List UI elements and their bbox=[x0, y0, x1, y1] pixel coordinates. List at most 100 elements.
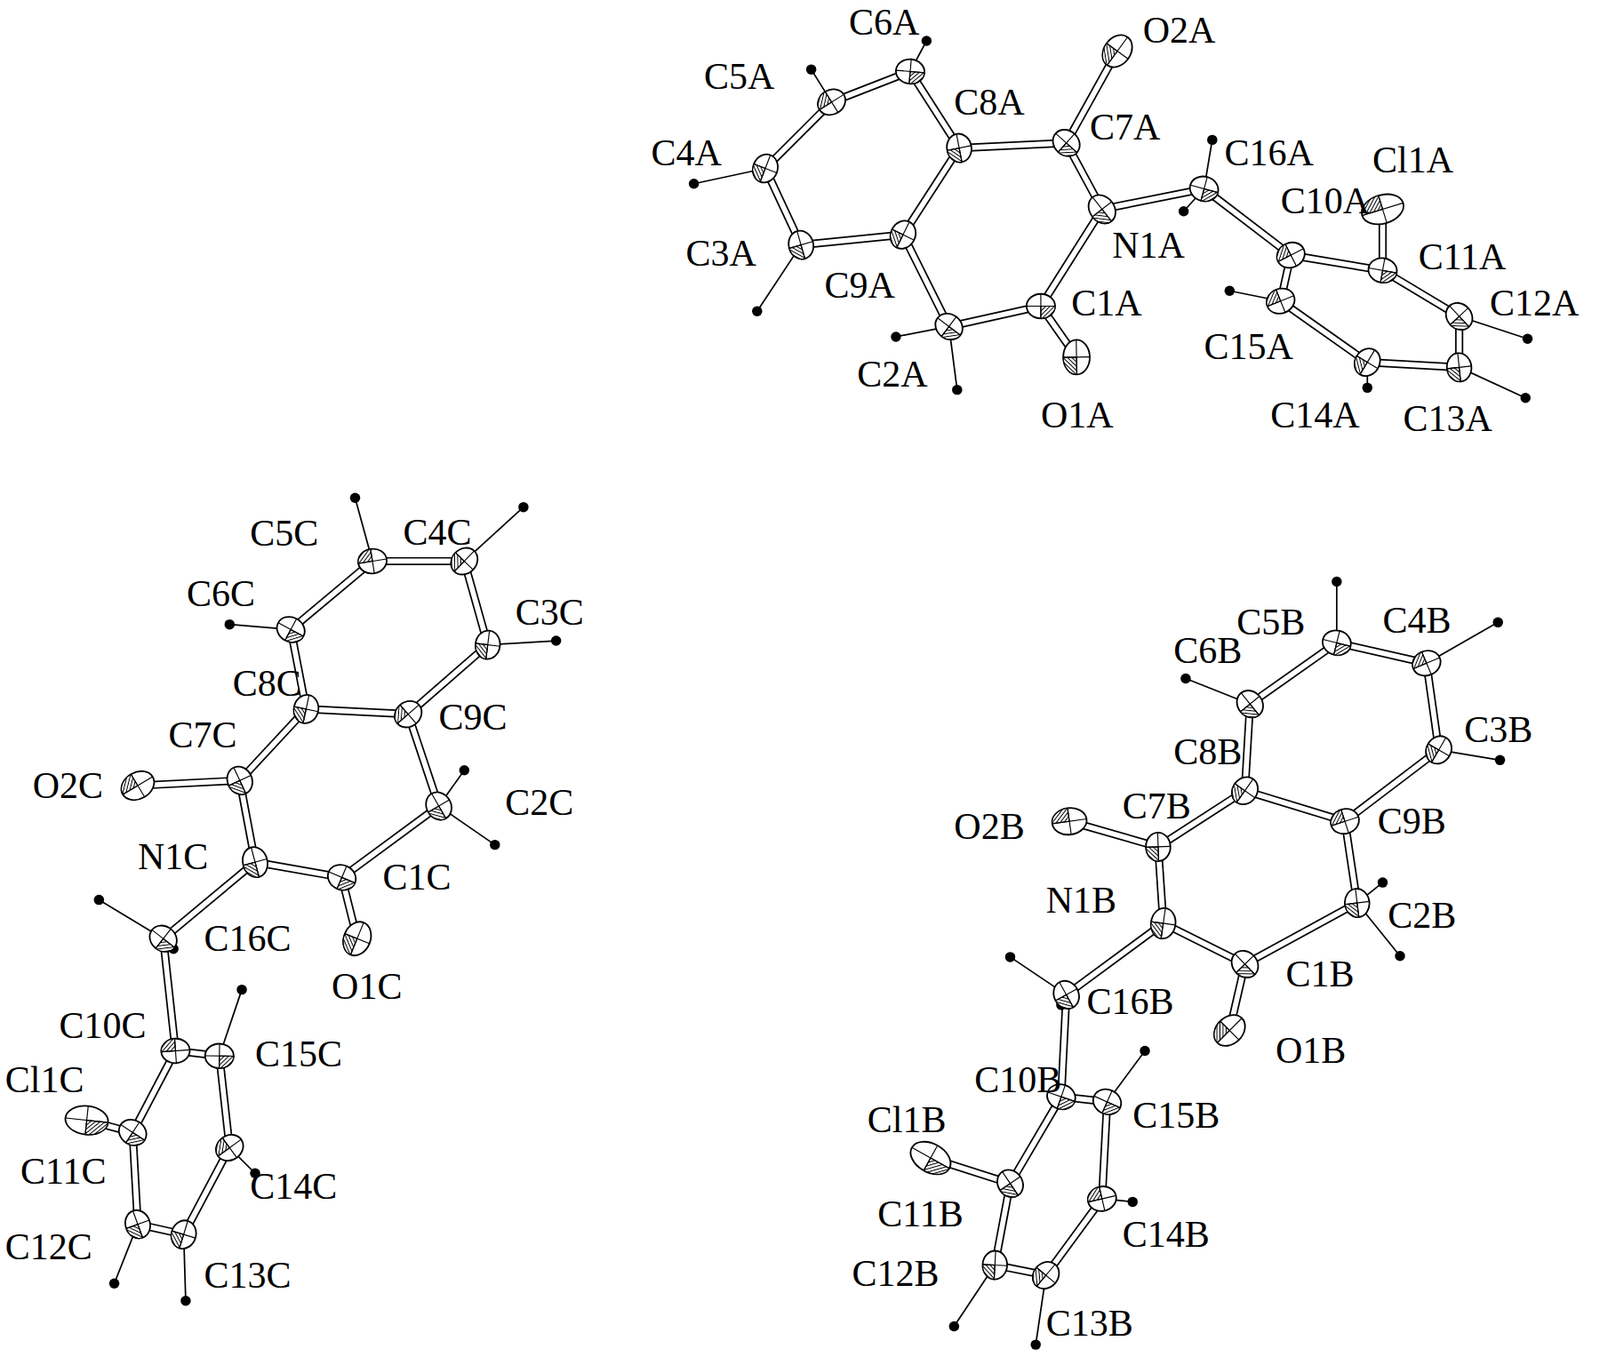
bond-inner bbox=[903, 234, 950, 327]
bond bbox=[240, 709, 307, 781]
hydrogen-atom bbox=[350, 493, 360, 504]
bond-inner bbox=[1102, 1102, 1108, 1200]
atom-ellipsoid bbox=[1096, 29, 1138, 73]
hydrogen-atom bbox=[1005, 952, 1016, 962]
atom-ellipsoid bbox=[210, 1129, 248, 1167]
bond bbox=[1367, 362, 1459, 368]
atom-label: C15C bbox=[255, 1035, 343, 1073]
atom-label: C4C bbox=[402, 513, 472, 552]
atom-label: C2B bbox=[1387, 896, 1456, 935]
atom-label: C14B bbox=[1122, 1216, 1210, 1254]
hydrogen-atom bbox=[952, 384, 962, 395]
bond bbox=[132, 1051, 176, 1134]
atom-ellipsoid bbox=[929, 308, 968, 345]
atom-label: C10A bbox=[1280, 182, 1370, 220]
hydrogen-atom bbox=[1207, 135, 1217, 145]
atom-ellipsoid bbox=[748, 151, 782, 187]
molecule bbox=[904, 576, 1505, 1351]
bond bbox=[163, 938, 176, 1051]
atom-ellipsoid bbox=[1149, 906, 1178, 941]
atom-label: O2B bbox=[953, 808, 1024, 846]
atom-ellipsoid bbox=[1225, 945, 1264, 984]
atom-label: C1A bbox=[1071, 284, 1142, 322]
atom-ellipsoid bbox=[1263, 284, 1299, 319]
hydrogen-atom bbox=[1522, 333, 1533, 344]
atom-label: C10C bbox=[59, 1007, 147, 1045]
atom-label: C5C bbox=[249, 514, 319, 552]
atom-ellipsoid bbox=[205, 1043, 235, 1069]
atom-ellipsoid bbox=[160, 1038, 191, 1065]
bond-inner bbox=[903, 148, 960, 236]
hydrogen-atom bbox=[1224, 286, 1235, 296]
atom-label: O2A bbox=[1143, 11, 1216, 49]
atom-ellipsoid bbox=[1343, 887, 1371, 919]
atom-ellipsoid bbox=[1048, 976, 1085, 1014]
atom-ellipsoid bbox=[1349, 344, 1385, 382]
atom-ellipsoid bbox=[272, 612, 310, 648]
atom-label: Cl1A bbox=[1372, 141, 1454, 179]
bond-inner bbox=[1280, 301, 1368, 363]
atom-label: C3A bbox=[685, 234, 756, 272]
atom-ellipsoid bbox=[1272, 238, 1310, 273]
bond-inner bbox=[132, 1051, 176, 1134]
atom-ellipsoid bbox=[1026, 294, 1056, 320]
bond-inner bbox=[1102, 188, 1205, 209]
atom-label: C5A bbox=[704, 57, 775, 96]
bond bbox=[290, 560, 373, 630]
bond-inner bbox=[305, 709, 408, 715]
hydrogen-atom bbox=[688, 178, 699, 189]
bond-inner bbox=[240, 709, 307, 781]
atom-label: C9B bbox=[1377, 802, 1447, 840]
atom-label: C6A bbox=[848, 3, 920, 41]
atom-label: C1B bbox=[1285, 955, 1354, 993]
bond-inner bbox=[1061, 994, 1067, 1097]
atom-label: O1C bbox=[331, 968, 402, 1006]
hydrogen-atom bbox=[1178, 206, 1189, 216]
atom-ellipsoid bbox=[1320, 627, 1354, 659]
atom-label: C8A bbox=[953, 83, 1024, 121]
atom-ellipsoid bbox=[389, 696, 427, 734]
hydrogen-atom bbox=[236, 984, 247, 995]
bond-inner bbox=[800, 234, 904, 245]
hydrogen-atom bbox=[806, 64, 816, 74]
bond bbox=[1204, 188, 1292, 256]
atom-ellipsoid bbox=[473, 629, 502, 661]
atom-ellipsoid bbox=[1187, 173, 1222, 205]
atom-ellipsoid bbox=[1408, 646, 1445, 680]
bond bbox=[219, 1056, 230, 1148]
atom-label: C10B bbox=[974, 1061, 1062, 1099]
hydrogen-atom bbox=[1520, 392, 1530, 403]
bond bbox=[800, 234, 904, 245]
atom-label: C9A bbox=[824, 266, 896, 304]
atom-label: N1C bbox=[137, 838, 208, 876]
bond bbox=[903, 148, 960, 236]
atom-label: C16C bbox=[204, 920, 292, 958]
atom-ellipsoid bbox=[982, 1250, 1008, 1281]
atom-label: C4B bbox=[1382, 601, 1451, 640]
bond bbox=[1245, 791, 1346, 822]
atom-ellipsoid bbox=[338, 918, 376, 960]
bond-inner bbox=[1245, 791, 1346, 822]
atom-label: C14A bbox=[1270, 396, 1360, 434]
atom-ellipsoid bbox=[1145, 832, 1172, 862]
atom-ellipsoid bbox=[895, 57, 926, 85]
atom-ellipsoid bbox=[323, 860, 360, 895]
atom-ellipsoid bbox=[1208, 1008, 1252, 1053]
atom-ellipsoid bbox=[1027, 1256, 1065, 1295]
atom-label: O2C bbox=[32, 767, 104, 805]
hydrogen-atom bbox=[1394, 951, 1405, 961]
atom-ellipsoid bbox=[64, 1104, 110, 1137]
atom-ellipsoid bbox=[813, 84, 851, 120]
atom-label: C11C bbox=[20, 1152, 106, 1191]
atom-label: C6C bbox=[186, 575, 256, 613]
atom-label: C7C bbox=[168, 716, 237, 754]
atom-label: C7B bbox=[1122, 787, 1192, 825]
bond bbox=[1249, 642, 1337, 704]
hydrogen-atom bbox=[921, 35, 932, 46]
atom-ellipsoid bbox=[116, 765, 160, 807]
atom-ellipsoid bbox=[1440, 297, 1479, 336]
atom-label: C2C bbox=[504, 784, 574, 822]
bond-inner bbox=[1367, 362, 1459, 368]
hydrogen-atom bbox=[752, 305, 762, 316]
atom-label: C1C bbox=[382, 858, 451, 896]
